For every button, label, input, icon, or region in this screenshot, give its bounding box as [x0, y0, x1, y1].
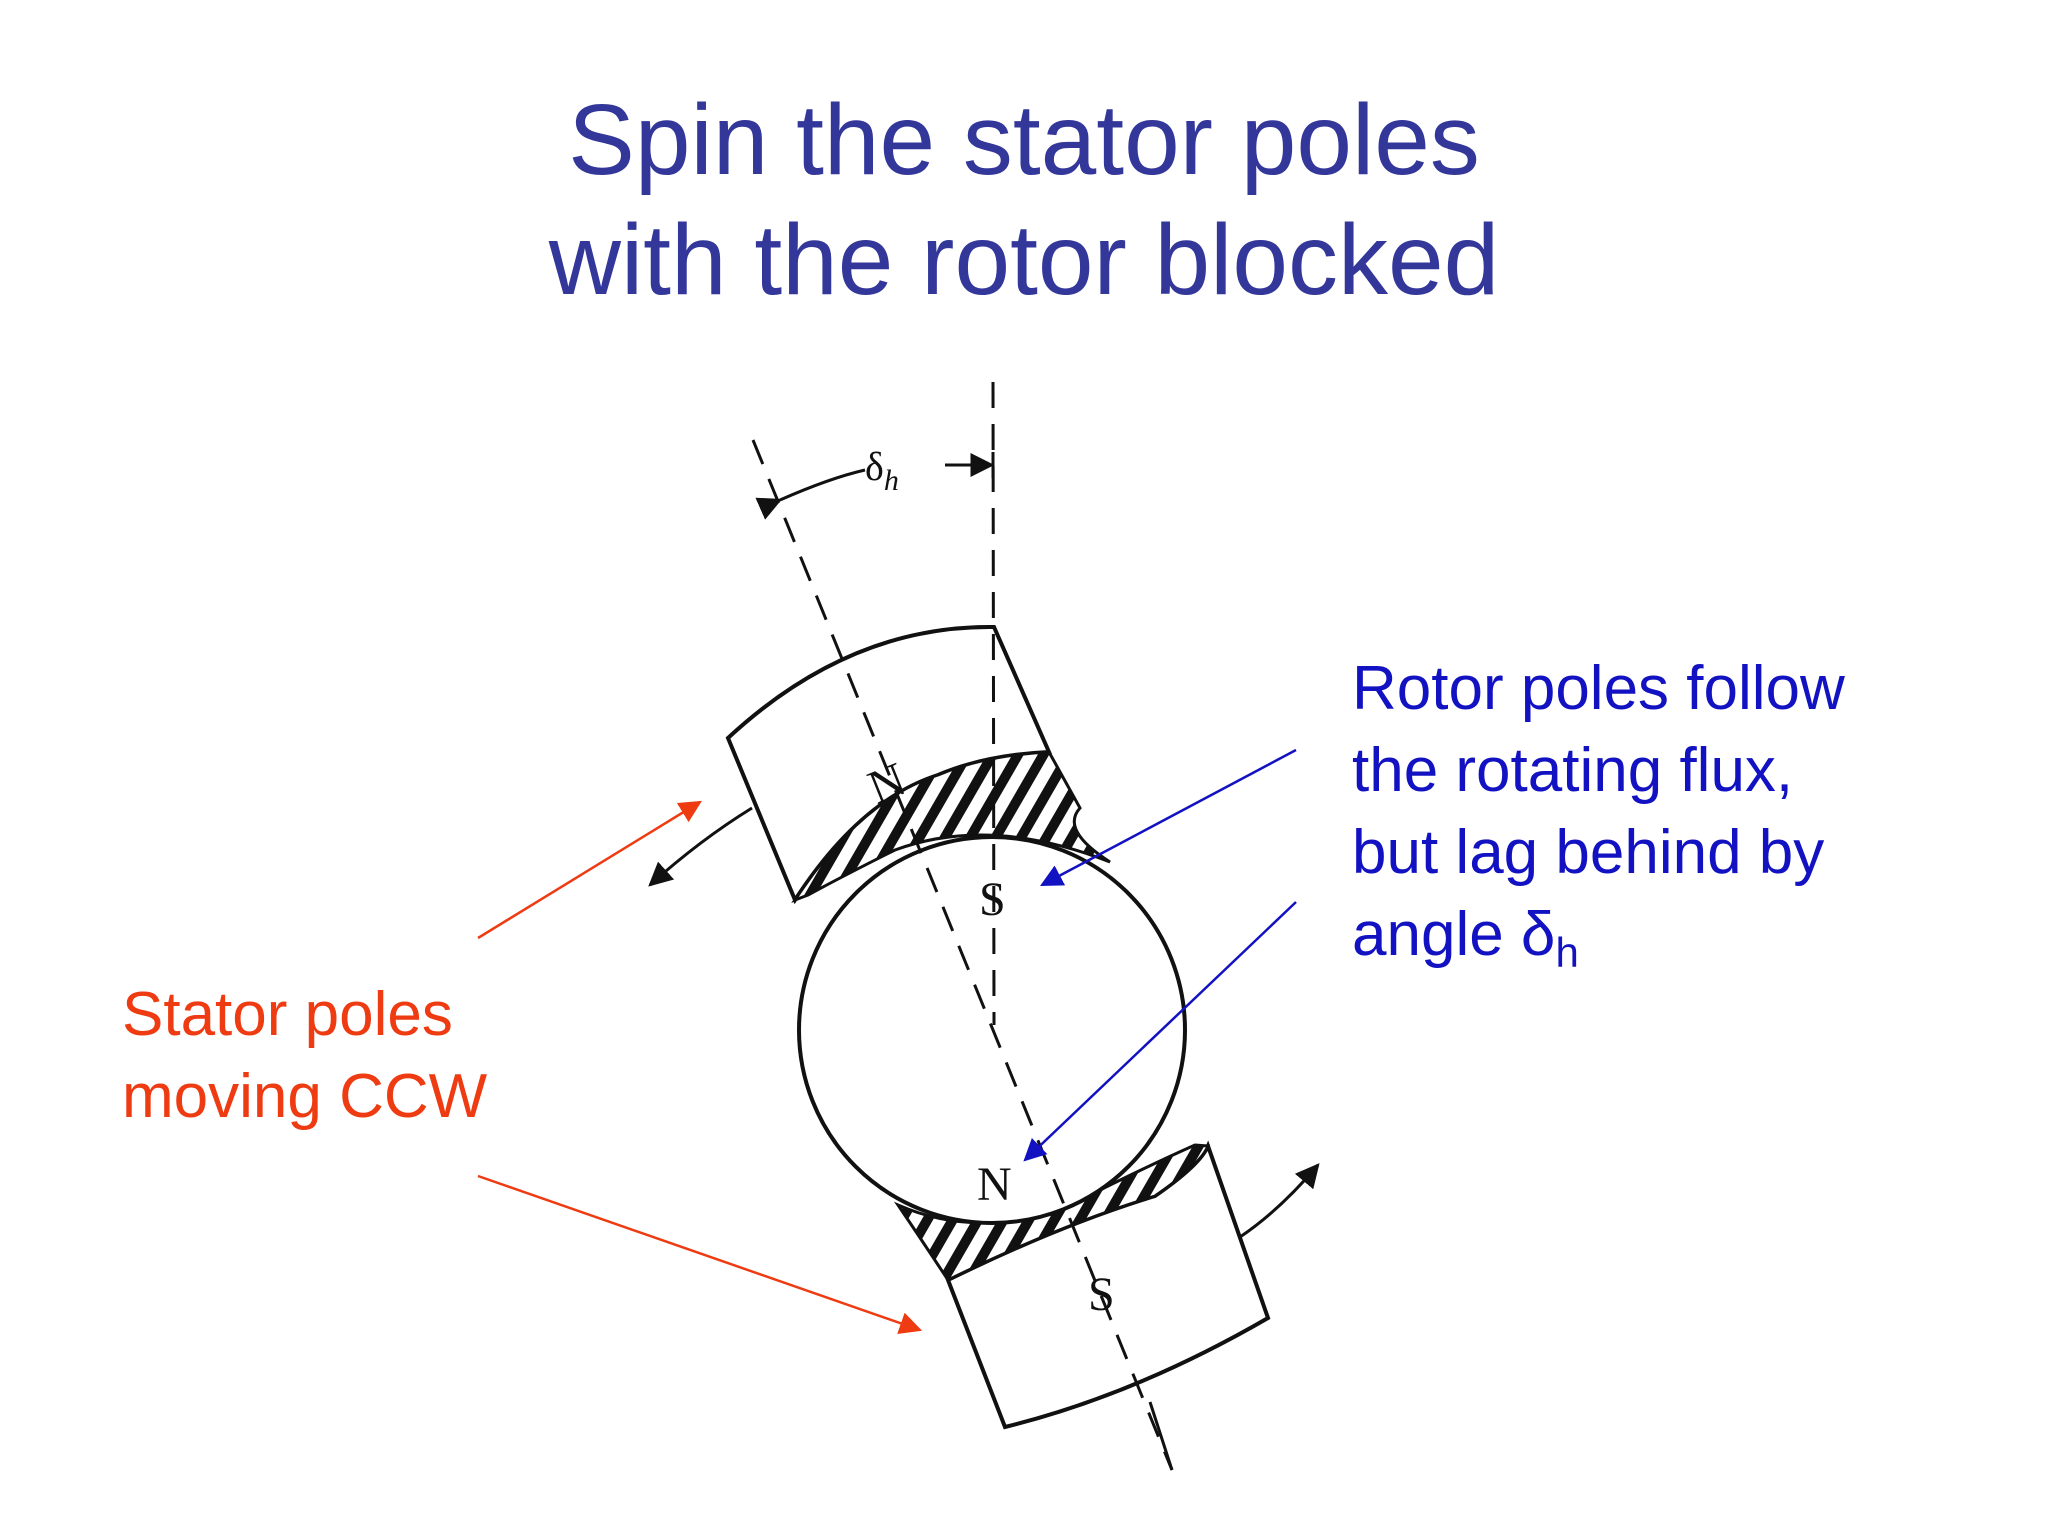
bottom-rotation-arrow: [1239, 1163, 1320, 1239]
rotor-arrow-bottom: [1023, 901, 1297, 1162]
rotor-note-line-2: the rotating flux,: [1352, 736, 1794, 805]
rotor-bottom-pole-letter: N: [977, 1158, 1012, 1211]
stator-note: Stator poles moving CCW: [122, 974, 487, 1138]
stator-note-line-1: Stator poles: [122, 980, 453, 1049]
rotor-note: Rotor poles follow the rotating flux, bu…: [1352, 648, 1845, 976]
stator-arrow-bottom: [477, 1174, 923, 1334]
angle-arc: [755, 468, 866, 520]
stator-axis-dashed: [751, 439, 1174, 1471]
rotor-note-line-4: angle δh: [1352, 900, 1579, 976]
angle-label: δh: [865, 444, 899, 497]
title-line-2: with the rotor blocked: [548, 204, 1500, 316]
stator-arrow-top: [477, 800, 702, 940]
vertical-reference-dashed: [991, 381, 996, 1026]
top-stator-pole: [725, 624, 1111, 905]
rotor-top-pole-letter: S: [979, 873, 1006, 926]
top-pole-winding: [791, 750, 1111, 904]
rotor-note-line-3: but lag behind by: [1352, 818, 1825, 887]
title-line-1: Spin the stator poles: [568, 84, 1480, 196]
slide-title: Spin the stator poles with the rotor blo…: [0, 80, 2048, 320]
top-rotation-arrow: [648, 806, 753, 887]
bottom-stator-pole-letter: S: [1088, 1268, 1115, 1321]
rotor-arrow-top: [1040, 748, 1297, 887]
stator-note-line-2: moving CCW: [122, 1062, 488, 1131]
rotor-note-line-1: Rotor poles follow: [1352, 654, 1845, 723]
